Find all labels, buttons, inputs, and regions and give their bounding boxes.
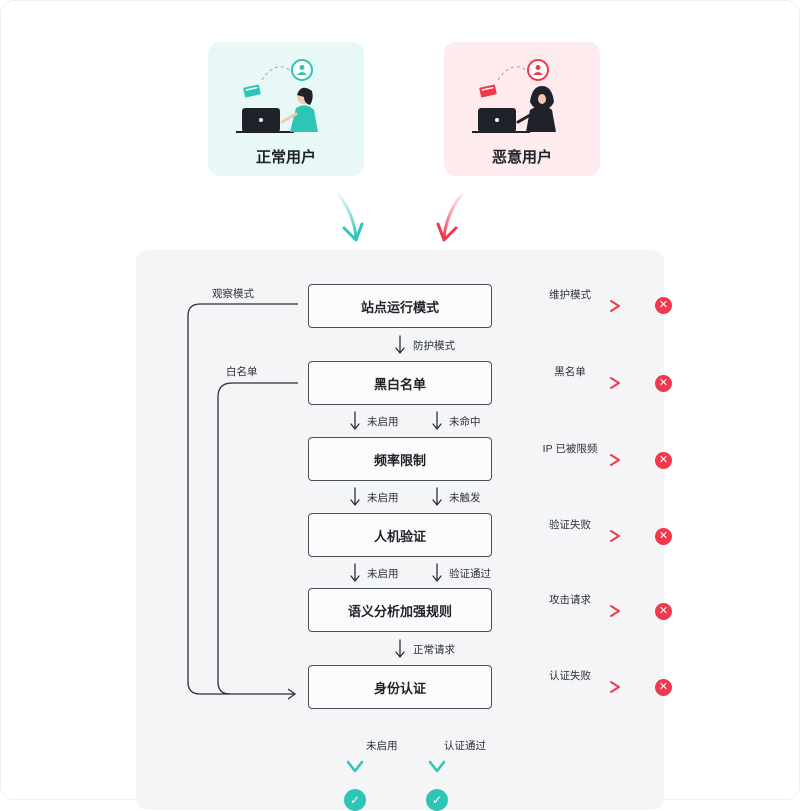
bypass-whitelist-connector [217,382,298,695]
down-arrow-4b [432,563,442,583]
down-arrow-2b [432,411,442,431]
normal-user-card: 正常用户 [208,42,364,176]
close-circle-icon: ✕ [655,375,672,392]
transition-label: 未启用 [367,568,399,580]
down-arrow-1 [395,335,405,355]
malicious-user-arrow [436,193,464,242]
transition-label: 未命中 [449,416,481,428]
down-arrow-3a [350,487,360,507]
node-black-white-list: 黑白名单 [308,361,492,405]
final-label-disabled: 未启用 [366,740,398,752]
bypass-observe-connector [187,303,298,700]
reject-label: 认证失败 [549,670,591,682]
close-circle-icon: ✕ [655,603,672,620]
reject-arrow-2 [519,377,620,389]
reject-arrow-1 [519,300,620,312]
final-arrow-left [346,720,364,773]
node-rate-limit: 频率限制 [308,437,492,481]
reject-arrow-6 [519,681,620,693]
malicious-user-label: 恶意用户 [491,149,552,166]
reject-label: IP 已被限频 [542,443,598,455]
check-circle-icon: ✓ [426,789,448,811]
normal-user-label: 正常用户 [255,149,316,166]
close-circle-icon: ✕ [655,528,672,545]
transition-label: 未启用 [367,492,399,504]
reject-label: 验证失败 [549,519,591,531]
node-captcha: 人机验证 [308,513,492,557]
reject-label: 维护模式 [549,289,591,301]
reject-arrow-5 [519,605,620,617]
bypass-label-observe: 观察模式 [212,288,254,300]
reject-arrow-4 [519,530,620,542]
transition-label: 未触发 [449,492,481,504]
node-semantic-rules: 语义分析加强规则 [308,588,492,632]
reject-arrow-3 [519,454,620,466]
final-arrow-right [428,720,446,773]
transition-label: 未启用 [367,416,399,428]
transition-label: 验证通过 [449,568,491,580]
node-site-mode: 站点运行模式 [308,284,492,328]
transition-label: 正常请求 [413,644,455,656]
transition-label: 防护模式 [413,340,455,352]
check-circle-icon: ✓ [344,789,366,811]
close-circle-icon: ✕ [655,452,672,469]
normal-user-arrow [336,193,364,242]
malicious-user-card: 恶意用户 [444,42,600,176]
normal-user-illustration [236,59,318,133]
bypass-label-whitelist: 白名单 [226,366,258,378]
down-arrow-4a [350,563,360,583]
down-arrow-5 [395,639,405,659]
reject-label: 黑名单 [554,366,586,378]
down-arrow-2a [350,411,360,431]
close-circle-icon: ✕ [655,679,672,696]
reject-label: 攻击请求 [549,594,591,606]
malicious-user-illustration [472,59,556,133]
down-arrow-3b [432,487,442,507]
node-auth: 身份认证 [308,665,492,709]
final-label-auth-passed: 认证通过 [444,740,486,752]
close-circle-icon: ✕ [655,297,672,314]
